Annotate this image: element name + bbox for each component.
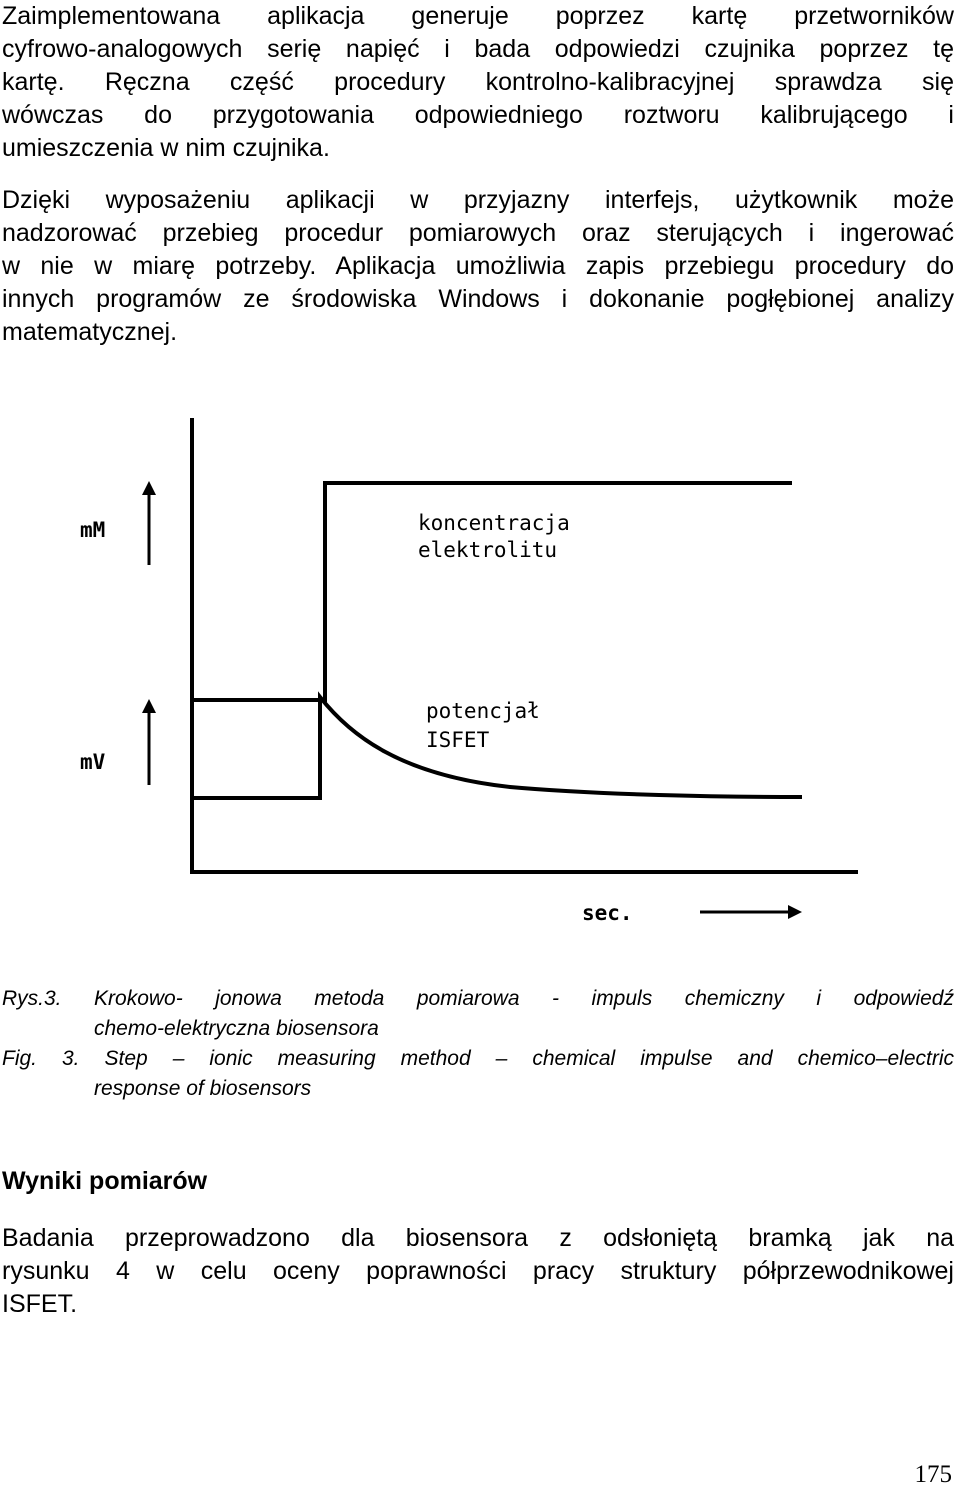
concentration-label-line1: koncentracja bbox=[418, 511, 570, 535]
concentration-label-line2: elektrolitu bbox=[418, 538, 557, 562]
text-line: w nie w miarę potrzeby. Aplikacja umożli… bbox=[2, 252, 954, 280]
text-line: cyfrowo-analogowych serię napięć i bada … bbox=[2, 35, 954, 63]
potential-label-line2: ISFET bbox=[426, 728, 490, 752]
results-paragraph: Badania przeprowadzono dla biosensora z … bbox=[2, 1222, 954, 1321]
section-heading: Wyniki pomiarów bbox=[2, 1167, 208, 1195]
caption-line: Fig. 3. Step – ionic measuring method – … bbox=[2, 1047, 954, 1070]
text-line: Zaimplementowana aplikacja generuje popr… bbox=[2, 2, 954, 30]
figure-caption-english: Fig. 3. Step – ionic measuring method – … bbox=[2, 1044, 954, 1104]
text-line: matematycznej. bbox=[2, 318, 178, 346]
intro-paragraph: Zaimplementowana aplikacja generuje popr… bbox=[2, 0, 954, 165]
lower-unit-label: mV bbox=[80, 750, 106, 774]
text-line: rysunku 4 w celu oceny poprawności pracy… bbox=[2, 1257, 954, 1285]
lower-arrow-head bbox=[142, 699, 156, 713]
potential-label-line1: potencjał bbox=[426, 699, 540, 723]
concentration-step-line bbox=[192, 481, 792, 702]
text-line: innych programów ze środowiska Windows i… bbox=[2, 285, 954, 313]
step-response-figure: mM koncentracja elektrolitu mV potencjał… bbox=[80, 418, 858, 925]
upper-arrow-head bbox=[142, 481, 156, 495]
caption-line: Rys.3. Krokowo- jonowa metoda pomiarowa … bbox=[2, 987, 954, 1010]
figure-caption-polish: Rys.3. Krokowo- jonowa metoda pomiarowa … bbox=[2, 984, 954, 1044]
text-line: Dzięki wyposażeniu aplikacji w przyjazny… bbox=[2, 186, 954, 214]
caption-line: chemo-elektryczna biosensora bbox=[94, 1017, 379, 1040]
time-axis-label: sec. bbox=[582, 901, 633, 925]
text-line: Badania przeprowadzono dla biosensora z … bbox=[2, 1224, 954, 1252]
time-arrow-head bbox=[788, 905, 802, 919]
interface-paragraph: Dzięki wyposażeniu aplikacji w przyjazny… bbox=[2, 184, 954, 349]
text-line: kartę. Ręczna część procedury kontrolno-… bbox=[2, 68, 954, 96]
text-line: nadzorować przebieg procedur pomiarowych… bbox=[2, 219, 954, 247]
page-number: 175 bbox=[914, 1461, 953, 1488]
upper-unit-label: mM bbox=[80, 518, 105, 542]
caption-line: response of biosensors bbox=[94, 1077, 312, 1100]
text-line: umieszczenia w nim czujnika. bbox=[2, 134, 330, 162]
text-line: wówczas do przygotowania odpowiedniego r… bbox=[2, 101, 954, 129]
text-line: ISFET. bbox=[2, 1290, 78, 1318]
potential-response-curve bbox=[192, 691, 803, 800]
